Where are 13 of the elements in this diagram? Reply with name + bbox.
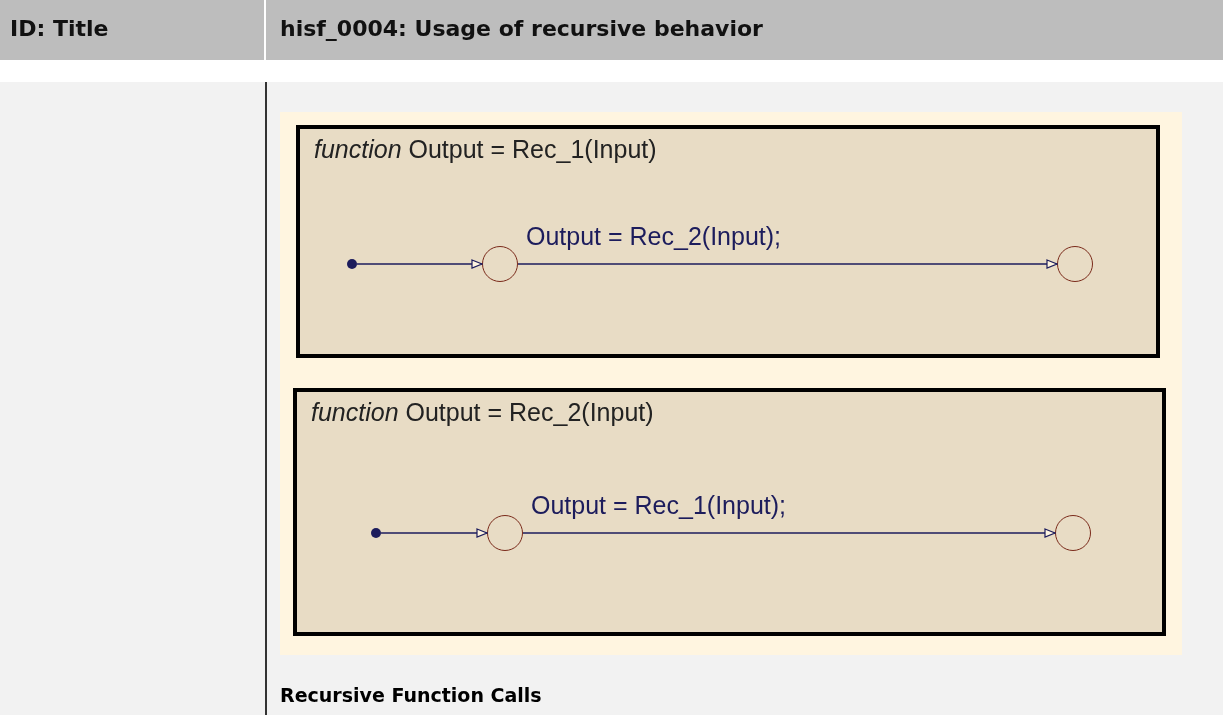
default-transition-dot — [347, 259, 357, 269]
figure-caption: Recursive Function Calls — [280, 684, 542, 706]
transition-arrow — [356, 259, 483, 269]
header-cell-text: ID: Title — [10, 16, 109, 41]
transition-arrow — [517, 259, 1058, 269]
function-box — [293, 388, 1166, 636]
function-signature: function Output = Rec_2(Input) — [311, 398, 654, 427]
header-cell-text: hisf_0004: Usage of recursive behavior — [280, 16, 763, 41]
default-transition-dot — [371, 528, 381, 538]
function-box — [296, 125, 1160, 358]
transition-arrow — [522, 528, 1056, 538]
function-signature: function Output = Rec_1(Input) — [314, 135, 657, 164]
transition-arrow — [380, 528, 488, 538]
